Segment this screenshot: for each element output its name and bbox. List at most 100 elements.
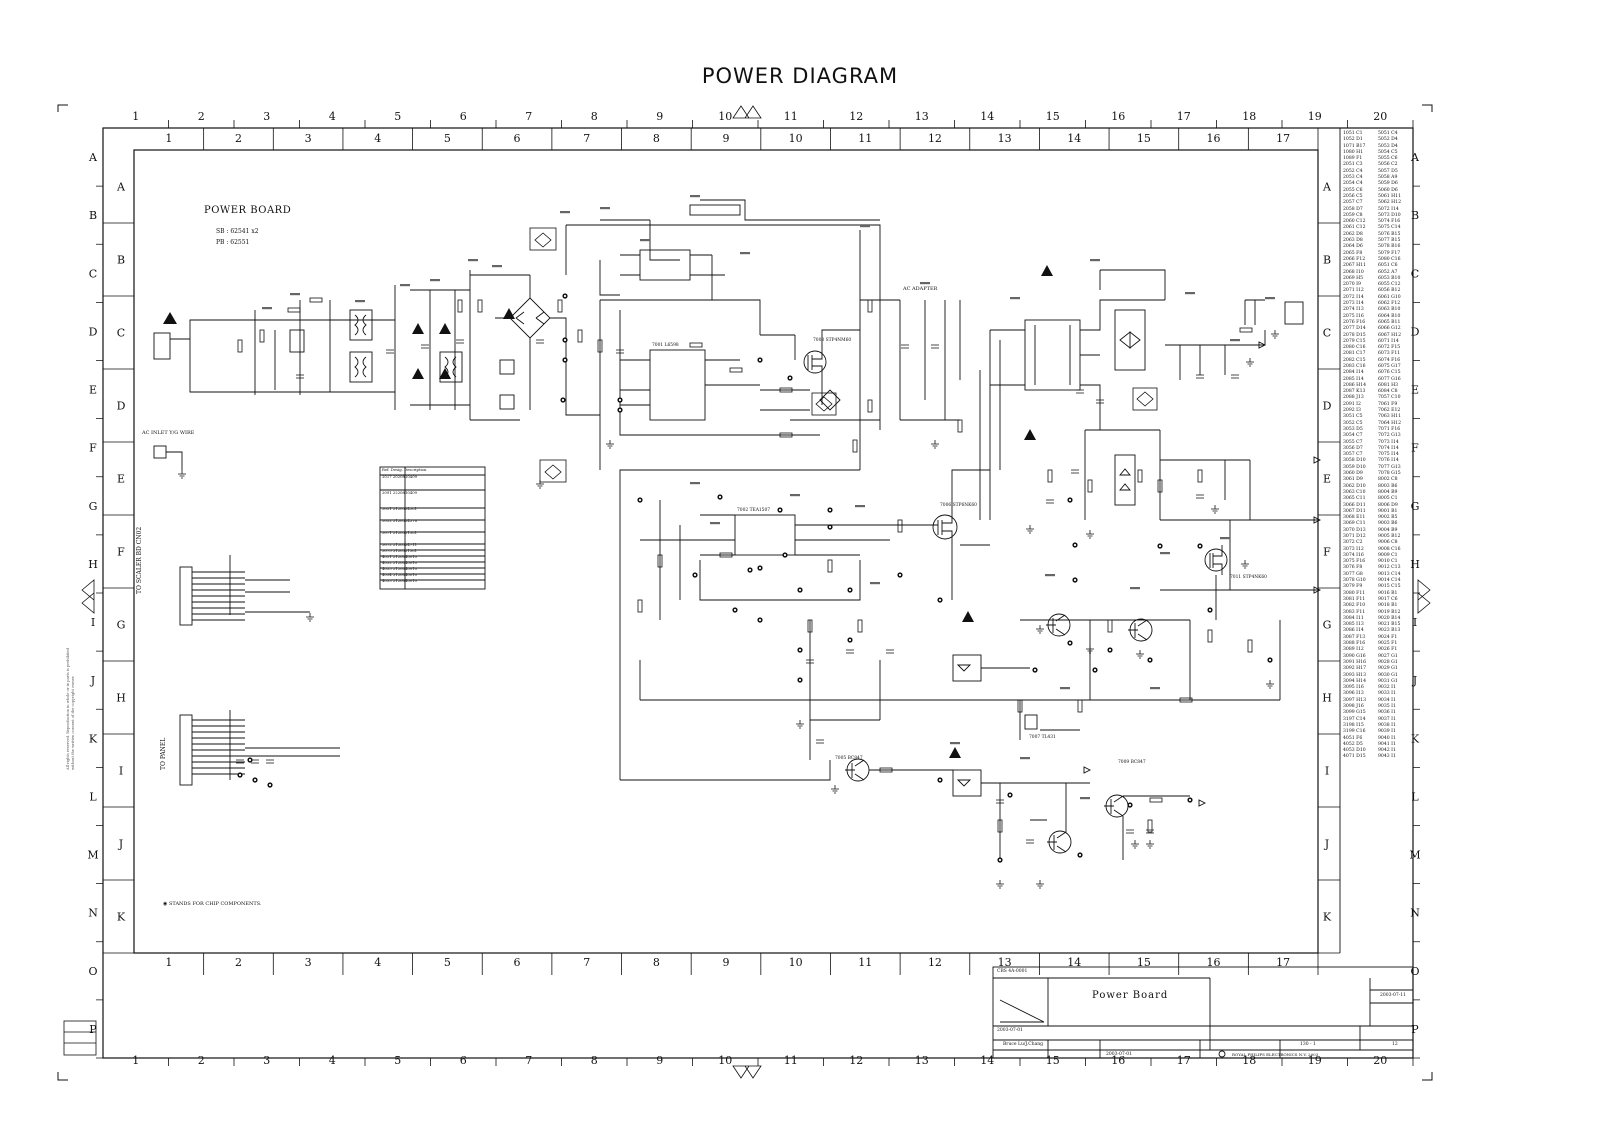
grid-row-label: M: [1409, 849, 1420, 862]
resistor: [1247, 639, 1253, 653]
ground-symbol: [1271, 330, 1279, 339]
grid-row-label: N: [1410, 907, 1420, 920]
parts-table-row: 4051 2120840010: [382, 554, 418, 559]
designator-mark: [855, 505, 865, 508]
grid-col-label-inner: 10: [789, 956, 803, 969]
reference-index-entry: 9020 B14: [1378, 615, 1401, 621]
grid-row-label: J: [1412, 674, 1417, 687]
reference-index-entry: 3054 C7: [1343, 433, 1363, 439]
reference-index-entry: 3095 I16: [1343, 685, 1364, 691]
ground-symbol: [1086, 530, 1094, 539]
grid-col-label: 11: [784, 1054, 798, 1067]
capacitor: [536, 339, 544, 344]
designator-mark: [1150, 687, 1160, 690]
reference-index-entry: 3091 H16: [1343, 659, 1367, 665]
reference-index-entry: 9025 F1: [1378, 641, 1398, 647]
designator-mark: [1185, 292, 1195, 295]
grid-row-label: K: [89, 732, 98, 745]
reference-index-entry: 9043 I1: [1378, 754, 1396, 760]
grid-row-label: P: [89, 1023, 97, 1036]
designator-mark: [1230, 339, 1240, 342]
board-sb: SB : 62541 x2: [216, 228, 259, 235]
designator-mark: [860, 225, 870, 228]
designator-mark: [1010, 297, 1020, 300]
grid-col-label-inner: 10: [789, 132, 803, 145]
capacitor: [1196, 374, 1204, 379]
reference-index-entry: 6067 H12: [1378, 332, 1402, 338]
reference-index-entry: 3088 F16: [1343, 641, 1366, 647]
reference-index-entry: 6074 F16: [1378, 357, 1401, 363]
reference-index-entry: 2084 I14: [1343, 370, 1364, 376]
grid-row-label: B: [1411, 209, 1419, 222]
reference-index-entry: 5051 C4: [1378, 131, 1398, 136]
grid-col-label: 1: [132, 1054, 139, 1067]
reference-index-entry: 3094 H14: [1343, 678, 1367, 684]
reference-index-entry: 3073 I12: [1343, 546, 1364, 552]
reference-index-entry: 7076 I14: [1378, 458, 1399, 464]
capacitor: [931, 344, 939, 349]
capacitor: [1231, 374, 1239, 379]
reference-index-entry: 1052 D1: [1343, 137, 1363, 143]
reference-index-entry: 9031 G1: [1378, 678, 1398, 684]
grid-row-label: E: [1411, 384, 1419, 397]
reference-index-entry: 3087 F13: [1343, 634, 1366, 640]
reference-index-entry: 9027 G1: [1378, 653, 1398, 659]
grid-col-label: 6: [460, 1054, 467, 1067]
reference-index-entry: 7064 H12: [1378, 420, 1402, 426]
output-arrows: [1083, 341, 1322, 807]
resistor: [1157, 479, 1163, 493]
resistor: [779, 432, 793, 438]
reference-index-entry: 9024 F1: [1378, 634, 1398, 640]
grid-row-label: A: [88, 151, 98, 164]
resistor: [852, 439, 858, 453]
grid-row-label-inner: J: [118, 838, 123, 851]
reference-index-entry: 2086 H14: [1343, 382, 1367, 388]
grid-row-label-inner: D: [117, 400, 126, 413]
reference-index-entry: 2059 C8: [1343, 212, 1363, 218]
reference-index-entry: 3059 D10: [1343, 464, 1366, 470]
designator-mark: [690, 482, 700, 485]
resistor: [1017, 699, 1023, 713]
grid-row-label: L: [89, 790, 97, 803]
grid-row-label-inner: E: [1323, 473, 1331, 486]
reference-index-entry: 2054 C4: [1343, 181, 1363, 187]
resistor: [1047, 469, 1053, 483]
designator-mark: [690, 195, 700, 198]
tb-date2: 2003-07-01: [997, 1028, 1023, 1033]
ic-label: 7009 BC847: [1118, 760, 1146, 765]
capacitor: [846, 649, 854, 654]
reference-index-entry: 7077 G13: [1378, 464, 1401, 470]
reference-index-entry: 9010 C1: [1378, 559, 1398, 565]
reference-index-entry: 1071 B17: [1343, 143, 1366, 149]
designator-mark: [710, 522, 720, 525]
reference-index-entry: 5078 B16: [1378, 244, 1401, 250]
grid-col-label: 17: [1177, 110, 1191, 123]
grid-col-label: 8: [591, 110, 598, 123]
reference-index-entry: 2071 I12: [1343, 288, 1364, 294]
grid-col-label-inner: 13: [998, 132, 1012, 145]
parts-table-row: 3051 2120524381: [382, 506, 418, 511]
parts-table-row: 4052 2120840010: [382, 560, 418, 565]
capacitor: [236, 759, 244, 764]
tb-check: 2003-07-01: [1106, 1052, 1132, 1057]
ic-label: 7002 TEA1507: [737, 508, 771, 513]
parts-table-row: 4055 2120840010: [382, 578, 418, 583]
chip-note: ◉ STANDS FOR CHIP COMPONENTS.: [163, 901, 262, 907]
reference-index-entry: 5075 C14: [1378, 225, 1401, 231]
grid-col-label: 14: [980, 110, 994, 123]
grid-row-label-inner: H: [116, 692, 126, 705]
parts-table-row: 3073 2120521581: [382, 548, 418, 553]
designator-mark: [290, 293, 300, 296]
resistor: [477, 299, 483, 313]
reference-index-entry: 4071 D15: [1343, 754, 1366, 760]
designator-mark: [600, 207, 610, 210]
reference-index-entry: 9033 I1: [1378, 691, 1396, 697]
grid-col-label: 3: [263, 110, 270, 123]
reference-index-entry: 5062 H12: [1378, 200, 1402, 206]
reference-index-entry: 2069 H5: [1343, 275, 1364, 281]
reference-index-entry: 6051 C6: [1378, 263, 1398, 269]
reference-index-entry: 2080 C16: [1343, 345, 1366, 351]
grid-col-label-inner: 11: [858, 132, 872, 145]
resistor: [259, 329, 265, 343]
